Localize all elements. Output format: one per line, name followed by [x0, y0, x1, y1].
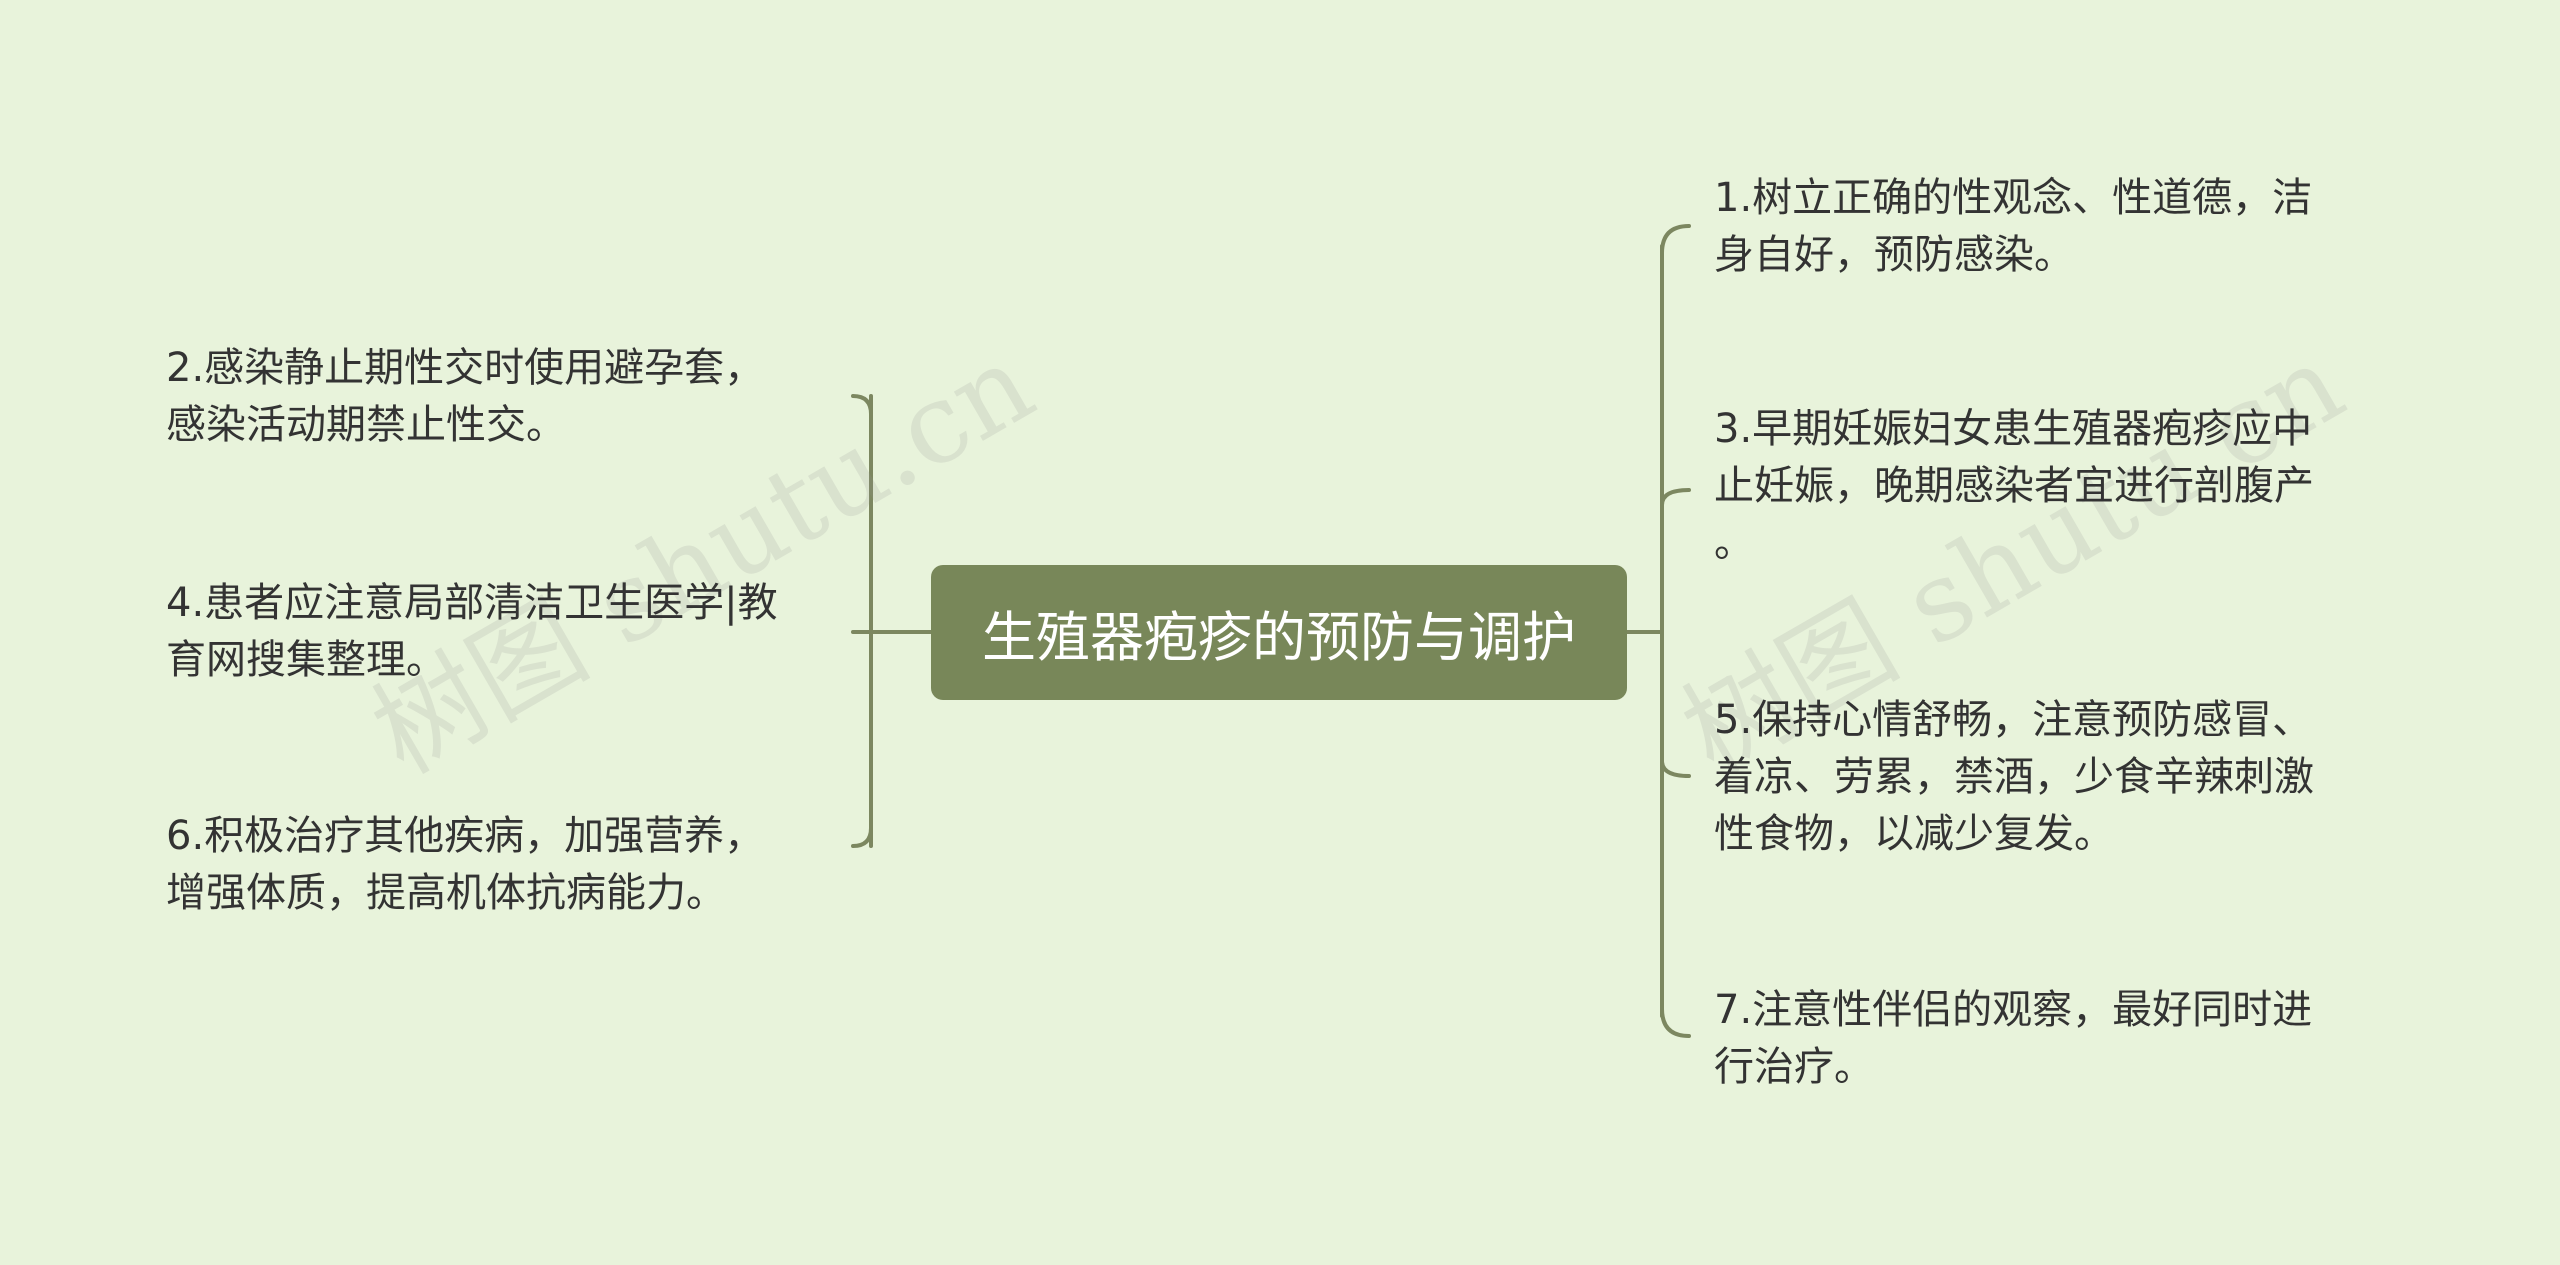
left-branch-2: 2.感染静止期性交时使用避孕套， 感染活动期禁止性交。: [166, 345, 765, 448]
right-bracket: [1660, 224, 1691, 1038]
left-bracket: [851, 394, 874, 848]
right-branch-1: 1.树立正确的性观念、性道德，洁 身自好，预防感染。: [1714, 175, 2313, 278]
left-branch-4: 4.患者应注意局部清洁卫生医学|教 育网搜集整理。: [166, 580, 778, 683]
right-branch-5: 5.保持心情舒畅，注意预防感冒、 着凉、劳累，禁酒，少食辛辣刺激 性食物，以减少…: [1714, 697, 2314, 857]
left-branch-6: 6.积极治疗其他疾病，加强营养， 增强体质，提高机体抗病能力。: [166, 813, 765, 916]
right-branch-7: 7.注意性伴侣的观察，最好同时进 行治疗。: [1714, 987, 2313, 1090]
right-branch-3: 3.早期妊娠妇女患生殖器疱疹应中 止妊娠，晚期感染者宜进行剖腹产 。: [1714, 406, 2314, 566]
center-node[interactable]: 生殖器疱疹的预防与调护: [931, 565, 1627, 700]
center-topic-label: 生殖器疱疹的预防与调护: [982, 606, 1576, 669]
